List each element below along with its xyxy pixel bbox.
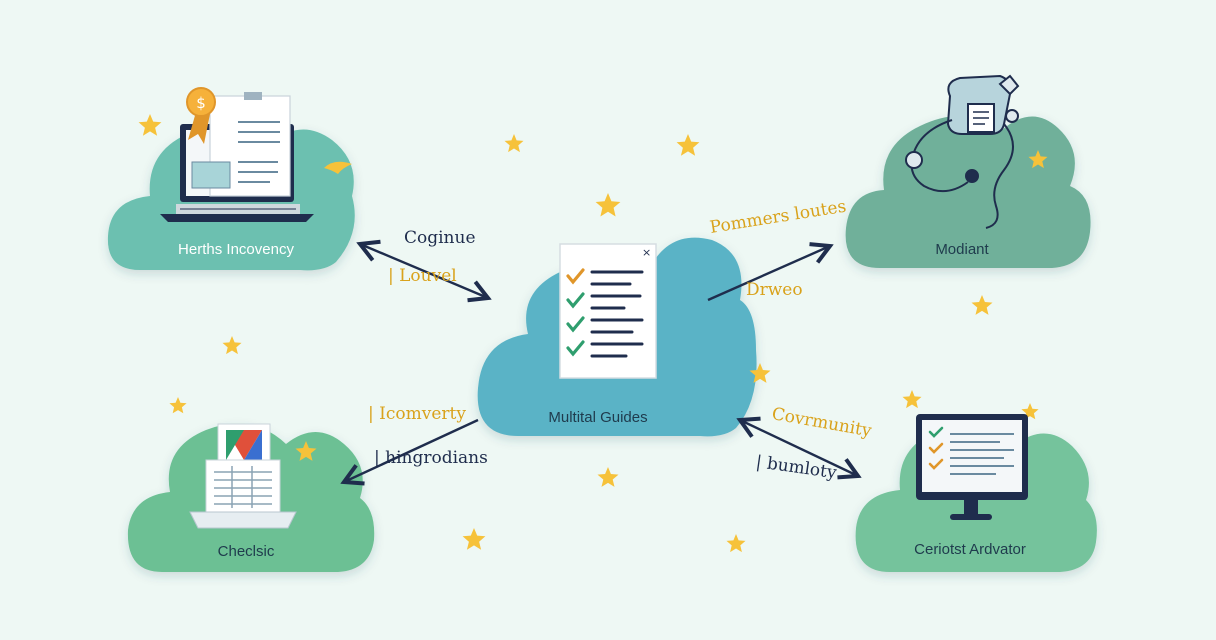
svg-text:$: $ <box>196 94 206 112</box>
node-label-top-right: Modiant <box>935 241 989 258</box>
star-icon <box>971 295 993 315</box>
star-icon <box>222 336 242 355</box>
edge-label-top-left-2: | Louvel <box>388 266 457 286</box>
checklist-document-icon: × <box>559 243 657 379</box>
arrow-top-right <box>707 246 830 302</box>
star-icon <box>295 441 317 461</box>
node-label-top-left: Herths Incovency <box>178 241 294 258</box>
edge-label-bottom-left-1: | Icomverty <box>368 404 466 424</box>
node-label-center: Multital Guides <box>548 409 648 426</box>
monitor-checklist-icon <box>916 414 1028 520</box>
star-icon <box>138 114 162 136</box>
printer-document-icon <box>189 423 297 529</box>
star-icon <box>504 134 524 153</box>
star-icon <box>597 467 619 487</box>
edge-label-top-left-1: Coginue <box>404 228 476 248</box>
star-icon <box>676 134 700 156</box>
star-icon <box>169 397 187 414</box>
star-icon <box>595 193 621 217</box>
edge-label-bottom-left-2: | hingrodians <box>374 448 488 468</box>
arrows <box>344 244 858 482</box>
arrow-bottom-left <box>344 418 479 482</box>
arrow-top-left <box>360 244 488 298</box>
node-label-bottom-right: Ceriotst Ardvator <box>914 541 1026 558</box>
svg-text:×: × <box>642 246 651 259</box>
star-icon <box>726 534 746 553</box>
stethoscope-device-icon <box>905 74 1020 229</box>
stars-group <box>138 114 1048 553</box>
star-icon <box>749 363 771 383</box>
laptop-document-award-icon: $ <box>160 87 352 222</box>
star-icon <box>462 528 486 550</box>
star-icon <box>902 390 922 409</box>
arrow-bottom-right <box>740 420 858 476</box>
cloud-top-right <box>845 115 1091 269</box>
star-icon <box>1028 150 1048 169</box>
node-label-bottom-left: Checlsic <box>217 543 275 560</box>
edge-label-top-right-2: Drweo <box>746 280 803 300</box>
